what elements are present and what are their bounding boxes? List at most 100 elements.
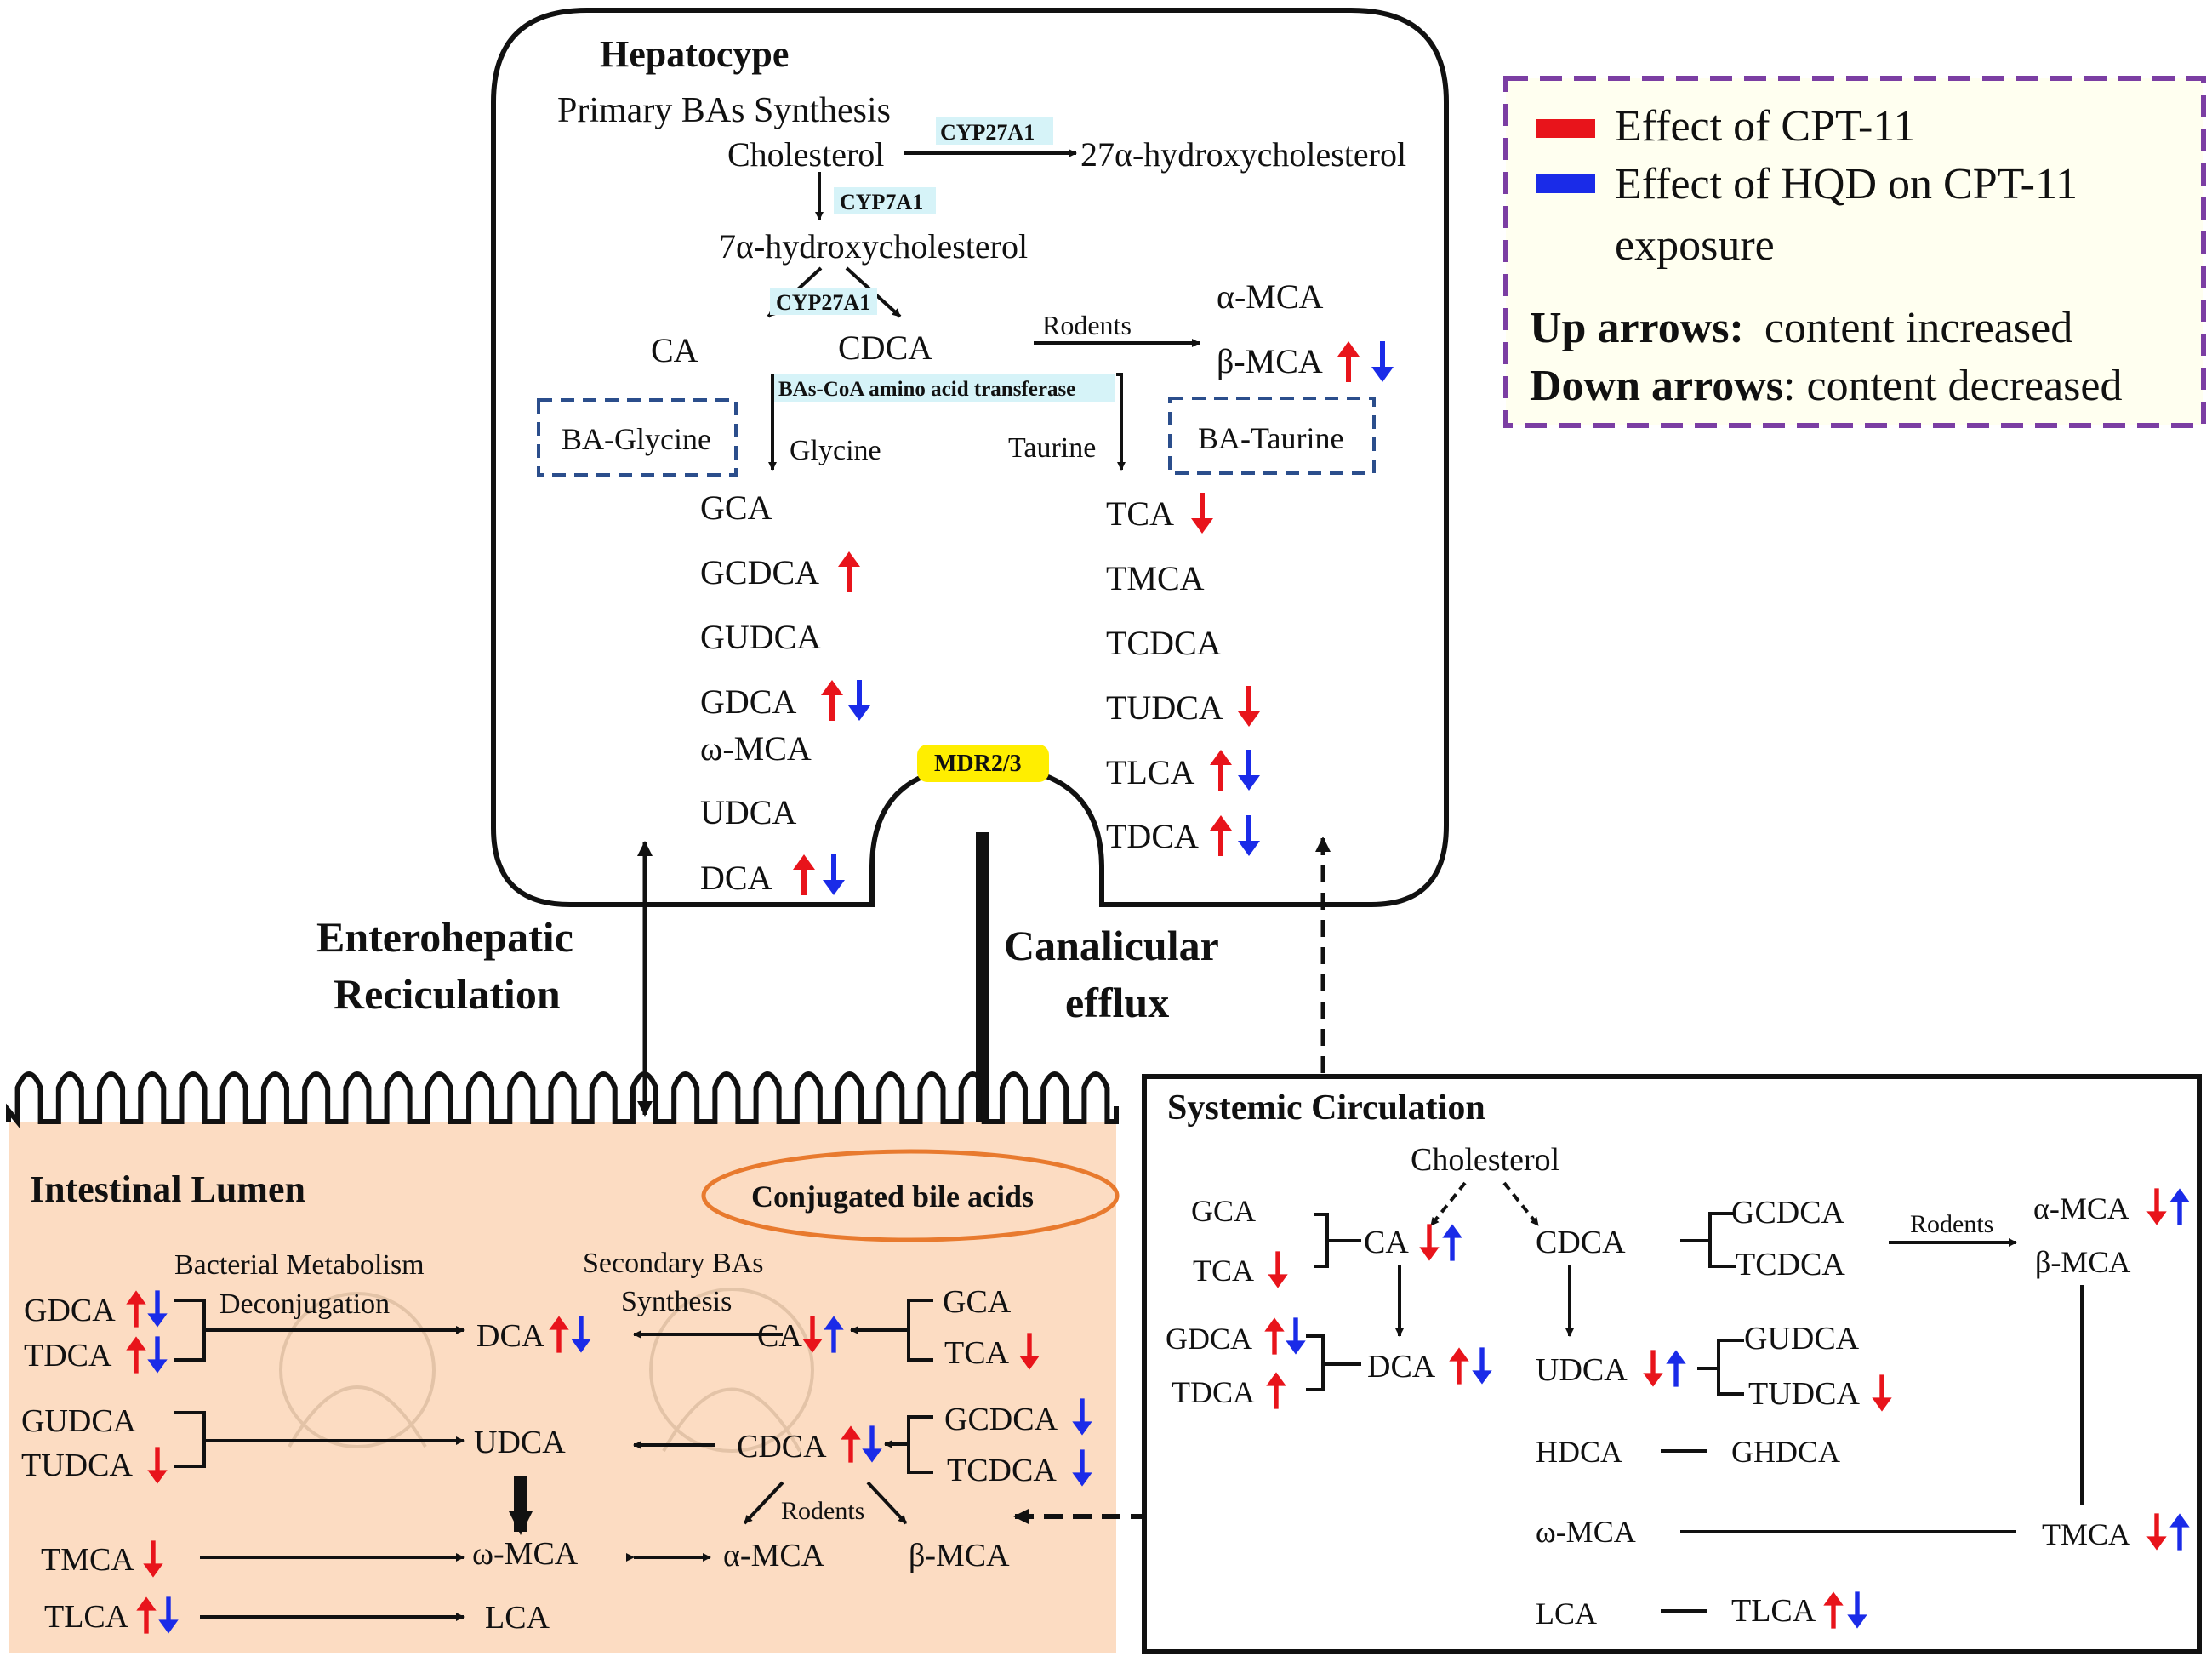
enzyme-cyp27a1: CYP27A1: [940, 120, 1035, 145]
systemic-title: Systemic Circulation: [1167, 1088, 1485, 1128]
hep-tlca: TLCA: [1106, 753, 1195, 791]
hep-dca-down-hqd: [823, 854, 845, 895]
hep-tudca-down-cpt: [1238, 686, 1260, 727]
legend: Effect of CPT-11 Effect of HQD on CPT-11…: [1503, 76, 2206, 428]
lumen-tlca: TLCA: [44, 1599, 129, 1635]
enzyme-cyp27a1-b: CYP27A1: [776, 290, 870, 315]
hep-cdca: CDCA: [838, 328, 932, 367]
sys-tdca-up-cpt: [1266, 1372, 1286, 1409]
arrow-cdca-amca: [743, 1481, 784, 1525]
sys-tmca-down-cpt: [2146, 1513, 2167, 1551]
lumen-gdca: GDCA: [24, 1293, 116, 1328]
hep-gdca: GDCA: [700, 683, 796, 721]
hep-gdca-up-cpt: [821, 680, 843, 721]
sys-udca: UDCA: [1536, 1352, 1628, 1388]
sys-tcdca: TCDCA: [1736, 1247, 1845, 1282]
hep-gudca: GUDCA: [700, 618, 821, 656]
conjugated-bile-acids-ellipse: [701, 1149, 1120, 1242]
enterohepatic-label-1: Enterohepatic: [316, 913, 573, 961]
arrow-deconj-udca: [174, 1411, 464, 1468]
lumen-tca-down-cpt: [1019, 1333, 1040, 1370]
sys-cholesterol: Cholesterol: [1411, 1142, 1559, 1178]
hep-tudca: TUDCA: [1106, 688, 1223, 727]
hep-gdca-down-hqd: [848, 680, 870, 721]
deconjugation-label: Deconjugation: [219, 1288, 390, 1320]
lumen-tudca-down-cpt: [147, 1447, 168, 1484]
legend-up-arrows: Up arrows:content increased: [1530, 304, 2072, 352]
sys-gdca-up-cpt: [1264, 1317, 1285, 1355]
hep-a-mca: α-MCA: [1217, 277, 1324, 316]
lumen-gca: GCA: [943, 1284, 1012, 1320]
sys-tudca-down-cpt: [1872, 1374, 1892, 1412]
hep-dca: DCA: [700, 859, 772, 897]
sys-tdca: TDCA: [1172, 1375, 1255, 1409]
ba-taurine-label: BA-Taurine: [1198, 421, 1343, 455]
mdr-transporter: [917, 745, 1049, 782]
arrow-gca-tca-ca: [851, 1299, 933, 1362]
lumen-udca: UDCA: [474, 1425, 566, 1460]
lumen-tlca-down-hqd: [158, 1596, 179, 1634]
sys-tlca-down-hqd: [1847, 1591, 1867, 1629]
lumen-ca-down-cpt: [802, 1316, 823, 1353]
sys-amca-down-cpt: [2146, 1188, 2167, 1225]
lumen-gdca-up-cpt: [126, 1290, 146, 1328]
hep-dca-up-cpt: [793, 854, 815, 895]
sys-gca: GCA: [1191, 1194, 1256, 1228]
bracket-sys-gudca-tudca: [1697, 1339, 1744, 1396]
legend-item-hqd-line2: exposure: [1615, 221, 1775, 270]
sys-ghdca: GHDCA: [1731, 1435, 1840, 1469]
hep-27a-hydroxycholesterol: 27α-hydroxycholesterol: [1080, 135, 1406, 174]
arrow-taurine-branch: [1116, 373, 1126, 471]
glycine-conjugates: GCA GCDCA GUDCA GDCA ω-MCA UDCA DCA: [700, 488, 821, 897]
canalicular-label-1: Canalicular: [1004, 922, 1219, 969]
arrow-deconj-dca: [174, 1299, 464, 1362]
lumen-cdca-down-hqd: [862, 1425, 882, 1463]
conjugated-bile-acids-label: Conjugated bile acids: [751, 1179, 1034, 1214]
hep-gca: GCA: [700, 488, 772, 527]
intestinal-lumen-panel: Intestinal Lumen Conjugated bile acids B…: [6, 1071, 1120, 1653]
sys-cdca: CDCA: [1536, 1225, 1626, 1260]
hep-udca: UDCA: [700, 793, 796, 831]
taurine-conjugates: TCA TMCA TCDCA TUDCA TLCA TDCA: [1106, 494, 1223, 855]
lumen-ca: CA: [757, 1318, 802, 1354]
hepatocyte-title: Hepatocype: [600, 33, 789, 75]
legend-item-cpt11: Effect of CPT-11: [1615, 102, 1915, 151]
sys-gdca: GDCA: [1166, 1322, 1252, 1356]
sys-tlca-up-cpt: [1823, 1591, 1844, 1629]
lumen-omca: ω-MCA: [472, 1536, 579, 1572]
hep-b-mca: β-MCA: [1217, 342, 1323, 380]
sys-tca: TCA: [1193, 1254, 1254, 1288]
systemic-circulation-panel: Systemic Circulation Cholesterol GCA TCA…: [1142, 1074, 2202, 1654]
systemic-box: [1142, 1074, 2202, 1654]
bracket-sys-gcdca-tcdca: [1680, 1212, 1736, 1268]
sys-udca-down-cpt: [1643, 1350, 1663, 1387]
hep-tmca: TMCA: [1106, 559, 1205, 597]
lumen-gcdca-down-hqd: [1072, 1398, 1092, 1436]
sys-amca-up-hqd: [2169, 1188, 2190, 1225]
enzyme-transferase: BAs-CoA amino acid transferase: [778, 378, 1075, 401]
ba-glycine-box: [537, 398, 738, 477]
lumen-tdca-down-hqd: [147, 1336, 168, 1374]
sys-dca-up-cpt: [1449, 1347, 1469, 1385]
hep-tdca: TDCA: [1106, 817, 1199, 855]
lumen-title: Intestinal Lumen: [30, 1168, 305, 1210]
sys-tudca: TUDCA: [1748, 1376, 1860, 1412]
lumen-tmca: TMCA: [41, 1542, 134, 1578]
ba-taurine-box: [1168, 397, 1376, 475]
sys-dca: DCA: [1367, 1349, 1436, 1385]
hep-tca-down-cpt: [1191, 493, 1213, 534]
lumen-dca-up-cpt: [549, 1316, 569, 1353]
lumen-bmca: β-MCA: [909, 1538, 1010, 1573]
lumen-tdca: TDCA: [24, 1338, 112, 1374]
sys-tmca: TMCA: [2042, 1517, 2130, 1551]
sys-rodents-label: Rodents: [1910, 1210, 1993, 1238]
sys-gcdca: GCDCA: [1731, 1195, 1845, 1231]
sys-bmca: β-MCA: [2035, 1245, 2130, 1279]
legend-swatch-cpt11: [1536, 119, 1595, 138]
sys-tca-down-cpt: [1268, 1251, 1288, 1288]
enzyme-box-cyp27a1-b: [770, 288, 877, 315]
hep-tdca-down-hqd: [1238, 815, 1260, 856]
hep-tdca-up-cpt: [1210, 815, 1232, 856]
hep-omega-mca: ω-MCA: [700, 729, 812, 768]
